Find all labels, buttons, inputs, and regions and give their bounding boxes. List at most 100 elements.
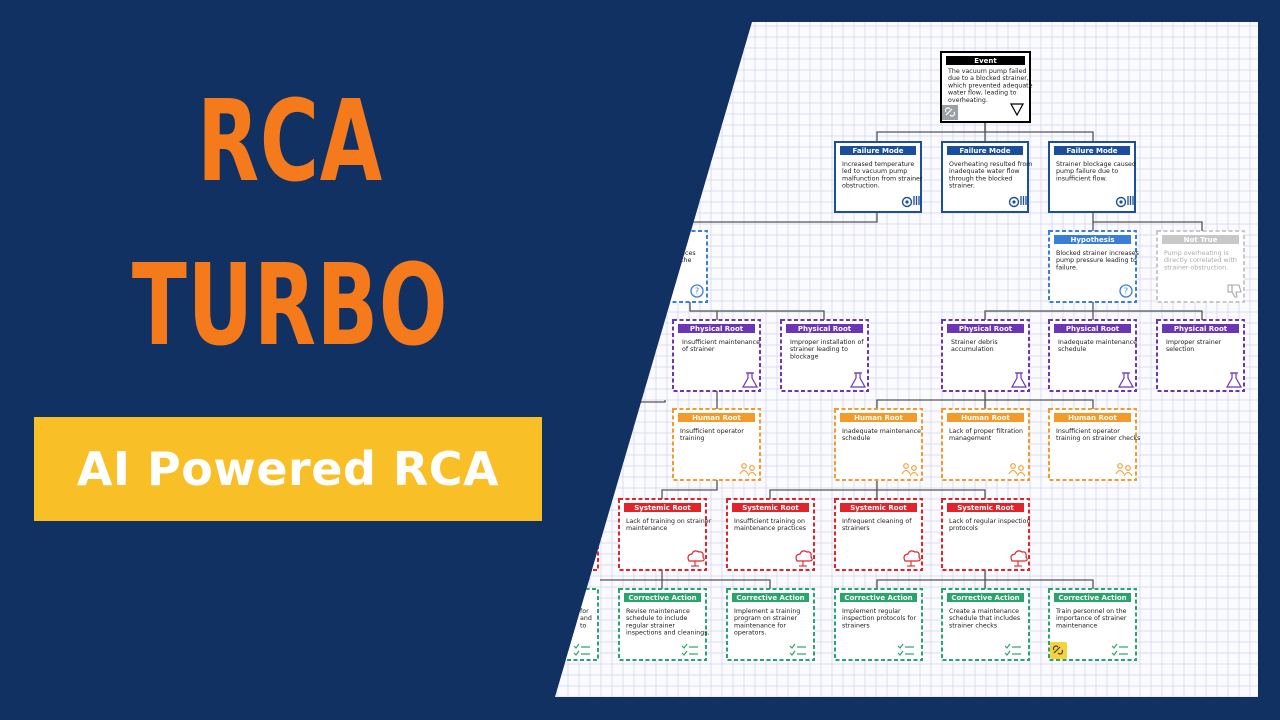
- node-header-label: Physical Root: [798, 325, 852, 333]
- node-text-line: program on strainer: [734, 615, 798, 622]
- node-header-label: Corrective Action: [844, 594, 912, 602]
- node-header-label: Event: [974, 57, 997, 65]
- node-text-line: maintenance practices: [734, 525, 806, 532]
- node-header: [1054, 146, 1130, 155]
- cloud-network-icon: [903, 550, 921, 567]
- node-text-line: Overheating resulted from: [949, 161, 1032, 168]
- node-text-line: Strainer debris: [951, 339, 998, 346]
- node-header-label: Hypothesis: [1070, 236, 1114, 244]
- link-icon[interactable]: [942, 105, 958, 120]
- node-text-line: training: [680, 435, 704, 442]
- node-text-line: through the blocked: [949, 175, 1012, 182]
- node-text-line: pump pressure leading to: [1056, 257, 1137, 264]
- flask-icon: [1010, 372, 1028, 388]
- node-header: [1054, 324, 1131, 333]
- checklist-icon: [897, 643, 914, 656]
- node-text-line: which prevented adequate: [948, 82, 1033, 89]
- node-text-line: schedule: [1058, 346, 1086, 353]
- node-text-line: obstruction.: [842, 183, 880, 190]
- node-header: [732, 593, 809, 602]
- connector-lines: [580, 122, 1203, 589]
- node-header-label: Failure Mode: [959, 147, 1010, 155]
- node-header: [840, 593, 917, 602]
- node-header-label: Systemic Root: [742, 504, 799, 512]
- node-header-label: Human Root: [961, 414, 1010, 422]
- svg-text:?: ?: [1124, 287, 1128, 296]
- node-text-line: Infrequent cleaning of: [842, 518, 912, 525]
- systemic-root-node-partial[interactable]: [540, 498, 599, 571]
- node-text-line: for: [580, 608, 589, 615]
- svg-text:?: ?: [695, 287, 699, 296]
- flask-icon: [1117, 372, 1135, 388]
- node-text-line: Revise maintenance: [626, 608, 690, 615]
- gear-bars-icon: [1008, 196, 1027, 208]
- node-header: [678, 413, 755, 422]
- node-header: [947, 503, 1024, 512]
- title-rca: RCA: [197, 77, 383, 207]
- node-text-line: strainers: [842, 525, 870, 532]
- node-header-label: Human Root: [692, 414, 741, 422]
- warning-triangle-icon: [1009, 103, 1025, 117]
- node-text-line: Improper strainer: [1166, 339, 1222, 346]
- node-text-line: accumulation: [951, 346, 994, 353]
- node-header: [786, 324, 863, 333]
- node-text-line: Increased temperature: [842, 161, 914, 168]
- node-text-line: maintenance: [626, 525, 667, 532]
- node-header: [624, 593, 701, 602]
- node-header-label: Corrective Action: [1058, 594, 1126, 602]
- checklist-icon: [789, 643, 806, 656]
- node-header: [732, 503, 809, 512]
- node-text-line: malfunction from strainer: [842, 175, 923, 182]
- node-text-line: Inadequate maintenance: [842, 428, 921, 435]
- node-text-line: Lack of training on strainer: [626, 518, 712, 525]
- thumbs-down-icon: [1227, 284, 1242, 298]
- node-text-line: Improper installation of: [790, 339, 864, 346]
- node-header: [947, 413, 1024, 422]
- node-header-label: Physical Root: [1174, 325, 1228, 333]
- node-text-line: water flow, leading to: [948, 90, 1017, 97]
- node-text-line: operators.: [734, 630, 766, 637]
- node-text-line: schedule: [842, 435, 870, 442]
- node-header-label: Corrective Action: [628, 594, 696, 602]
- node-text-line: Insufficient training on: [734, 518, 805, 525]
- node-text-line: Train personnel on the: [1055, 608, 1127, 615]
- node-header: [840, 413, 917, 422]
- checklist-icon: [1004, 643, 1021, 656]
- node-text-line: failure.: [1056, 264, 1078, 271]
- gear-bars-icon: [901, 196, 920, 208]
- node-text-line: led to vacuum pump: [842, 168, 907, 175]
- link-icon[interactable]: [1050, 642, 1067, 659]
- node-text-line: and: [580, 615, 592, 622]
- node-header: [946, 56, 1025, 65]
- node-text-line: Create a maintenance: [949, 608, 1019, 615]
